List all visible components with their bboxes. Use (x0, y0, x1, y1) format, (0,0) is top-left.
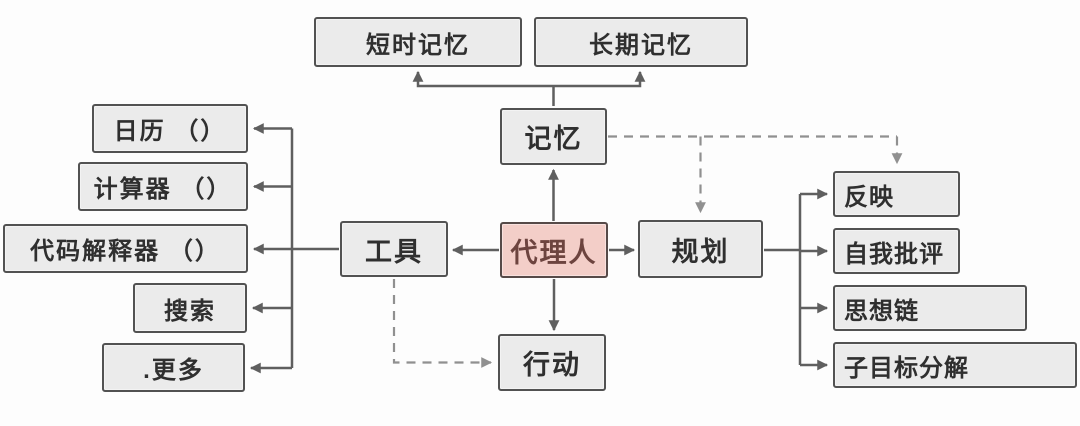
node-memory: 记忆 (500, 108, 607, 165)
node-code-interpreter: 代码解释器 （） (3, 224, 248, 273)
node-calendar: 日历 （） (92, 104, 248, 153)
node-short-term-memory: 短时记忆 (314, 17, 522, 67)
node-reflection: 反映 (833, 171, 960, 217)
node-more: .更多 (102, 343, 245, 392)
node-tools: 工具 (340, 221, 448, 277)
node-agent: 代理人 (500, 222, 608, 278)
node-subgoal-decomposition: 子目标分解 (833, 342, 1077, 388)
node-chain-of-thought: 思想链 (833, 285, 1027, 331)
node-calculator: 计算器 （） (78, 162, 248, 211)
node-long-term-memory: 长期记忆 (534, 17, 748, 67)
edge-memory-to-long-term (553, 70, 646, 88)
node-action: 行动 (498, 334, 606, 391)
node-search: 搜索 (133, 283, 247, 333)
node-self-criticism: 自我批评 (833, 228, 960, 274)
node-planning: 规划 (638, 220, 763, 278)
edge-tools-dashed-to-action (392, 279, 493, 368)
edge-memory-to-short-term (412, 70, 554, 88)
